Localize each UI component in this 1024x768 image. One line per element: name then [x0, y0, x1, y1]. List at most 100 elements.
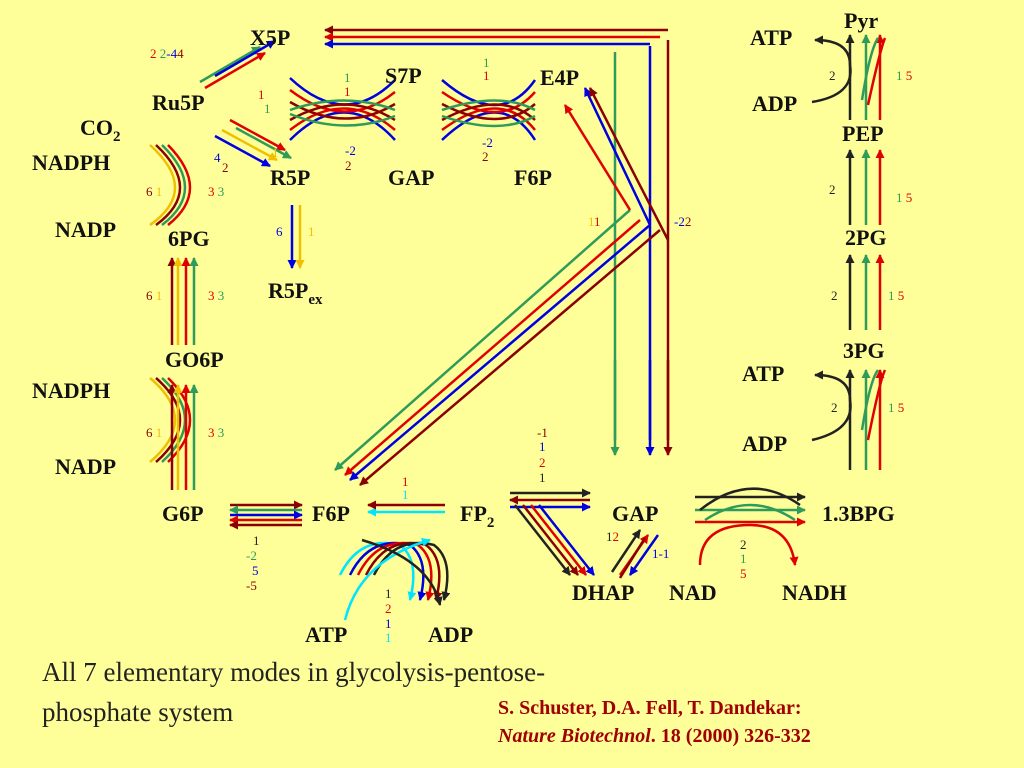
coefficient-c9: -2	[345, 143, 356, 158]
metabolite-r5p: R5P	[270, 165, 310, 190]
phosphofructokinase-arrow	[372, 541, 451, 601]
metabolite-atp3: ATP	[742, 361, 784, 386]
coefficient-c44: 2	[829, 68, 836, 83]
metabolite-gapa: GAP	[612, 501, 658, 526]
coefficient-c26: 1	[402, 487, 409, 502]
metabolite-x5p: X5P	[250, 25, 290, 50]
coefficient-c30: 1	[539, 470, 546, 485]
metabolite-atp1: ATP	[305, 622, 347, 647]
ru5p-r5p-arrow	[235, 126, 292, 160]
coefficient-c34: -5	[246, 578, 257, 593]
coefficient-c29: 2	[539, 455, 546, 470]
aldolase-arrow	[514, 504, 571, 576]
coefficient-c3: 1	[483, 68, 490, 83]
coefficient-c24: -22	[674, 214, 691, 229]
coefficient-c5: 1	[264, 101, 271, 116]
g6pdh-arrow	[149, 377, 177, 463]
coefficient-c19: 6 1	[146, 288, 162, 303]
coefficient-c15: 6 1	[146, 184, 162, 199]
g6pdh-arrow	[155, 377, 182, 463]
coefficient-c21: 6 1	[146, 425, 162, 440]
transketolase-diagonal-arrow	[334, 209, 631, 471]
transketolase-diagonal-arrow	[349, 224, 651, 481]
coefficient-c18: 1	[308, 224, 315, 239]
coefficient-c41: 2	[740, 537, 747, 552]
metabolite-s7p: S7P	[385, 63, 422, 88]
metabolite-go6p: GO6P	[165, 347, 224, 372]
coefficient-c42: 1	[740, 551, 747, 566]
coefficient-c47: 1 5	[896, 190, 912, 205]
coefficient-c1: 2 2-44	[150, 46, 184, 61]
metabolite-dhap: DHAP	[572, 580, 634, 605]
tpi-arrow	[618, 537, 647, 579]
metabolite-e4p: E4P	[540, 65, 579, 90]
metabolite-gapb: GAP	[388, 165, 434, 190]
6pgdh-arrow	[167, 144, 192, 226]
coefficient-c48: 2	[831, 288, 838, 303]
metabolite-adp1: ADP	[428, 622, 473, 647]
to-e4p-arrow	[563, 104, 632, 211]
coefficient-c20: 3 3	[208, 288, 224, 303]
coefficient-c6: 1	[272, 145, 279, 160]
coefficient-c45: 1 5	[896, 68, 912, 83]
coefficient-c25: 1	[402, 474, 409, 489]
coefficient-c51: 1 5	[888, 400, 904, 415]
transaldolase-arrow	[441, 99, 536, 112]
coefficient-c37: 1	[385, 616, 392, 631]
slide-caption: All 7 elementary modes in glycolysis-pen…	[42, 657, 546, 727]
coefficient-c12: 1	[344, 84, 351, 99]
adp-release-arrow	[361, 538, 443, 606]
transketolase-arrow	[289, 89, 396, 113]
ru5p-x5p-arrow	[204, 51, 266, 90]
tpi-arrow	[610, 529, 642, 573]
nadh-arrow	[698, 523, 799, 566]
ru5p-x5p-arrow	[214, 39, 276, 78]
transketolase-arrow	[289, 99, 396, 112]
transketolase-arrow	[289, 100, 396, 120]
metabolite-nad: NAD	[669, 580, 717, 605]
transketolase-arrow	[289, 112, 396, 127]
metabolite-f6pb: F6P	[514, 165, 552, 190]
g6pdh-arrow	[161, 377, 187, 463]
coefficient-c22: 3 3	[208, 425, 224, 440]
coefficient-c40: 1-1	[652, 546, 669, 561]
ru5p-r5p-arrow	[221, 128, 278, 162]
coefficient-c11: 1	[344, 70, 351, 85]
metabolite-nadph2: NADPH	[32, 378, 110, 403]
coefficient-c8: 2	[222, 160, 229, 175]
transketolase-diagonal-arrow	[344, 219, 641, 476]
transaldolase-arrow	[441, 107, 536, 132]
coefficient-c33: 5	[252, 563, 259, 578]
citation: S. Schuster, D.A. Fell, T. Dandekar: Nat…	[498, 694, 811, 750]
metabolite-6pg: 6PG	[168, 226, 210, 251]
metabolite-co2: CO2	[80, 115, 121, 145]
metabolite-nadh: NADH	[782, 580, 847, 605]
coefficient-c36: 2	[385, 601, 392, 616]
transaldolase-arrow	[441, 103, 536, 122]
coefficient-c50: 2	[831, 400, 838, 415]
citation-source: Nature Biotechnol. 18 (2000) 326-332	[498, 722, 811, 750]
metabolite-fp2: FP2	[460, 501, 494, 531]
coefficient-c27: -1	[537, 425, 548, 440]
aldolase-arrow	[538, 504, 595, 576]
adp-atp-arrow-3pg	[866, 369, 887, 441]
coefficient-c17: 6	[276, 224, 283, 239]
metabolite-adp2: ADP	[752, 91, 797, 116]
transaldolase-arrow	[441, 90, 536, 114]
adp-atp-arrow-pyr	[860, 37, 880, 101]
adp-atp-arrow-pyr	[811, 35, 852, 104]
adp-atp-arrow-3pg	[860, 369, 880, 431]
coefficient-c7: 4	[214, 150, 221, 165]
metabolite-atp2: ATP	[750, 25, 792, 50]
coefficient-c38: 1	[385, 630, 392, 645]
coefficient-c43: 5	[740, 566, 747, 581]
metabolite-nadp1: NADP	[55, 217, 116, 242]
reaction-arrows	[149, 25, 887, 621]
ru5p-r5p-arrow	[214, 134, 271, 168]
adp-atp-arrow-pyr	[866, 37, 887, 106]
transketolase-arrow	[289, 107, 396, 131]
coefficient-c23: 11	[588, 214, 601, 229]
transaldolase-arrow	[441, 102, 536, 121]
